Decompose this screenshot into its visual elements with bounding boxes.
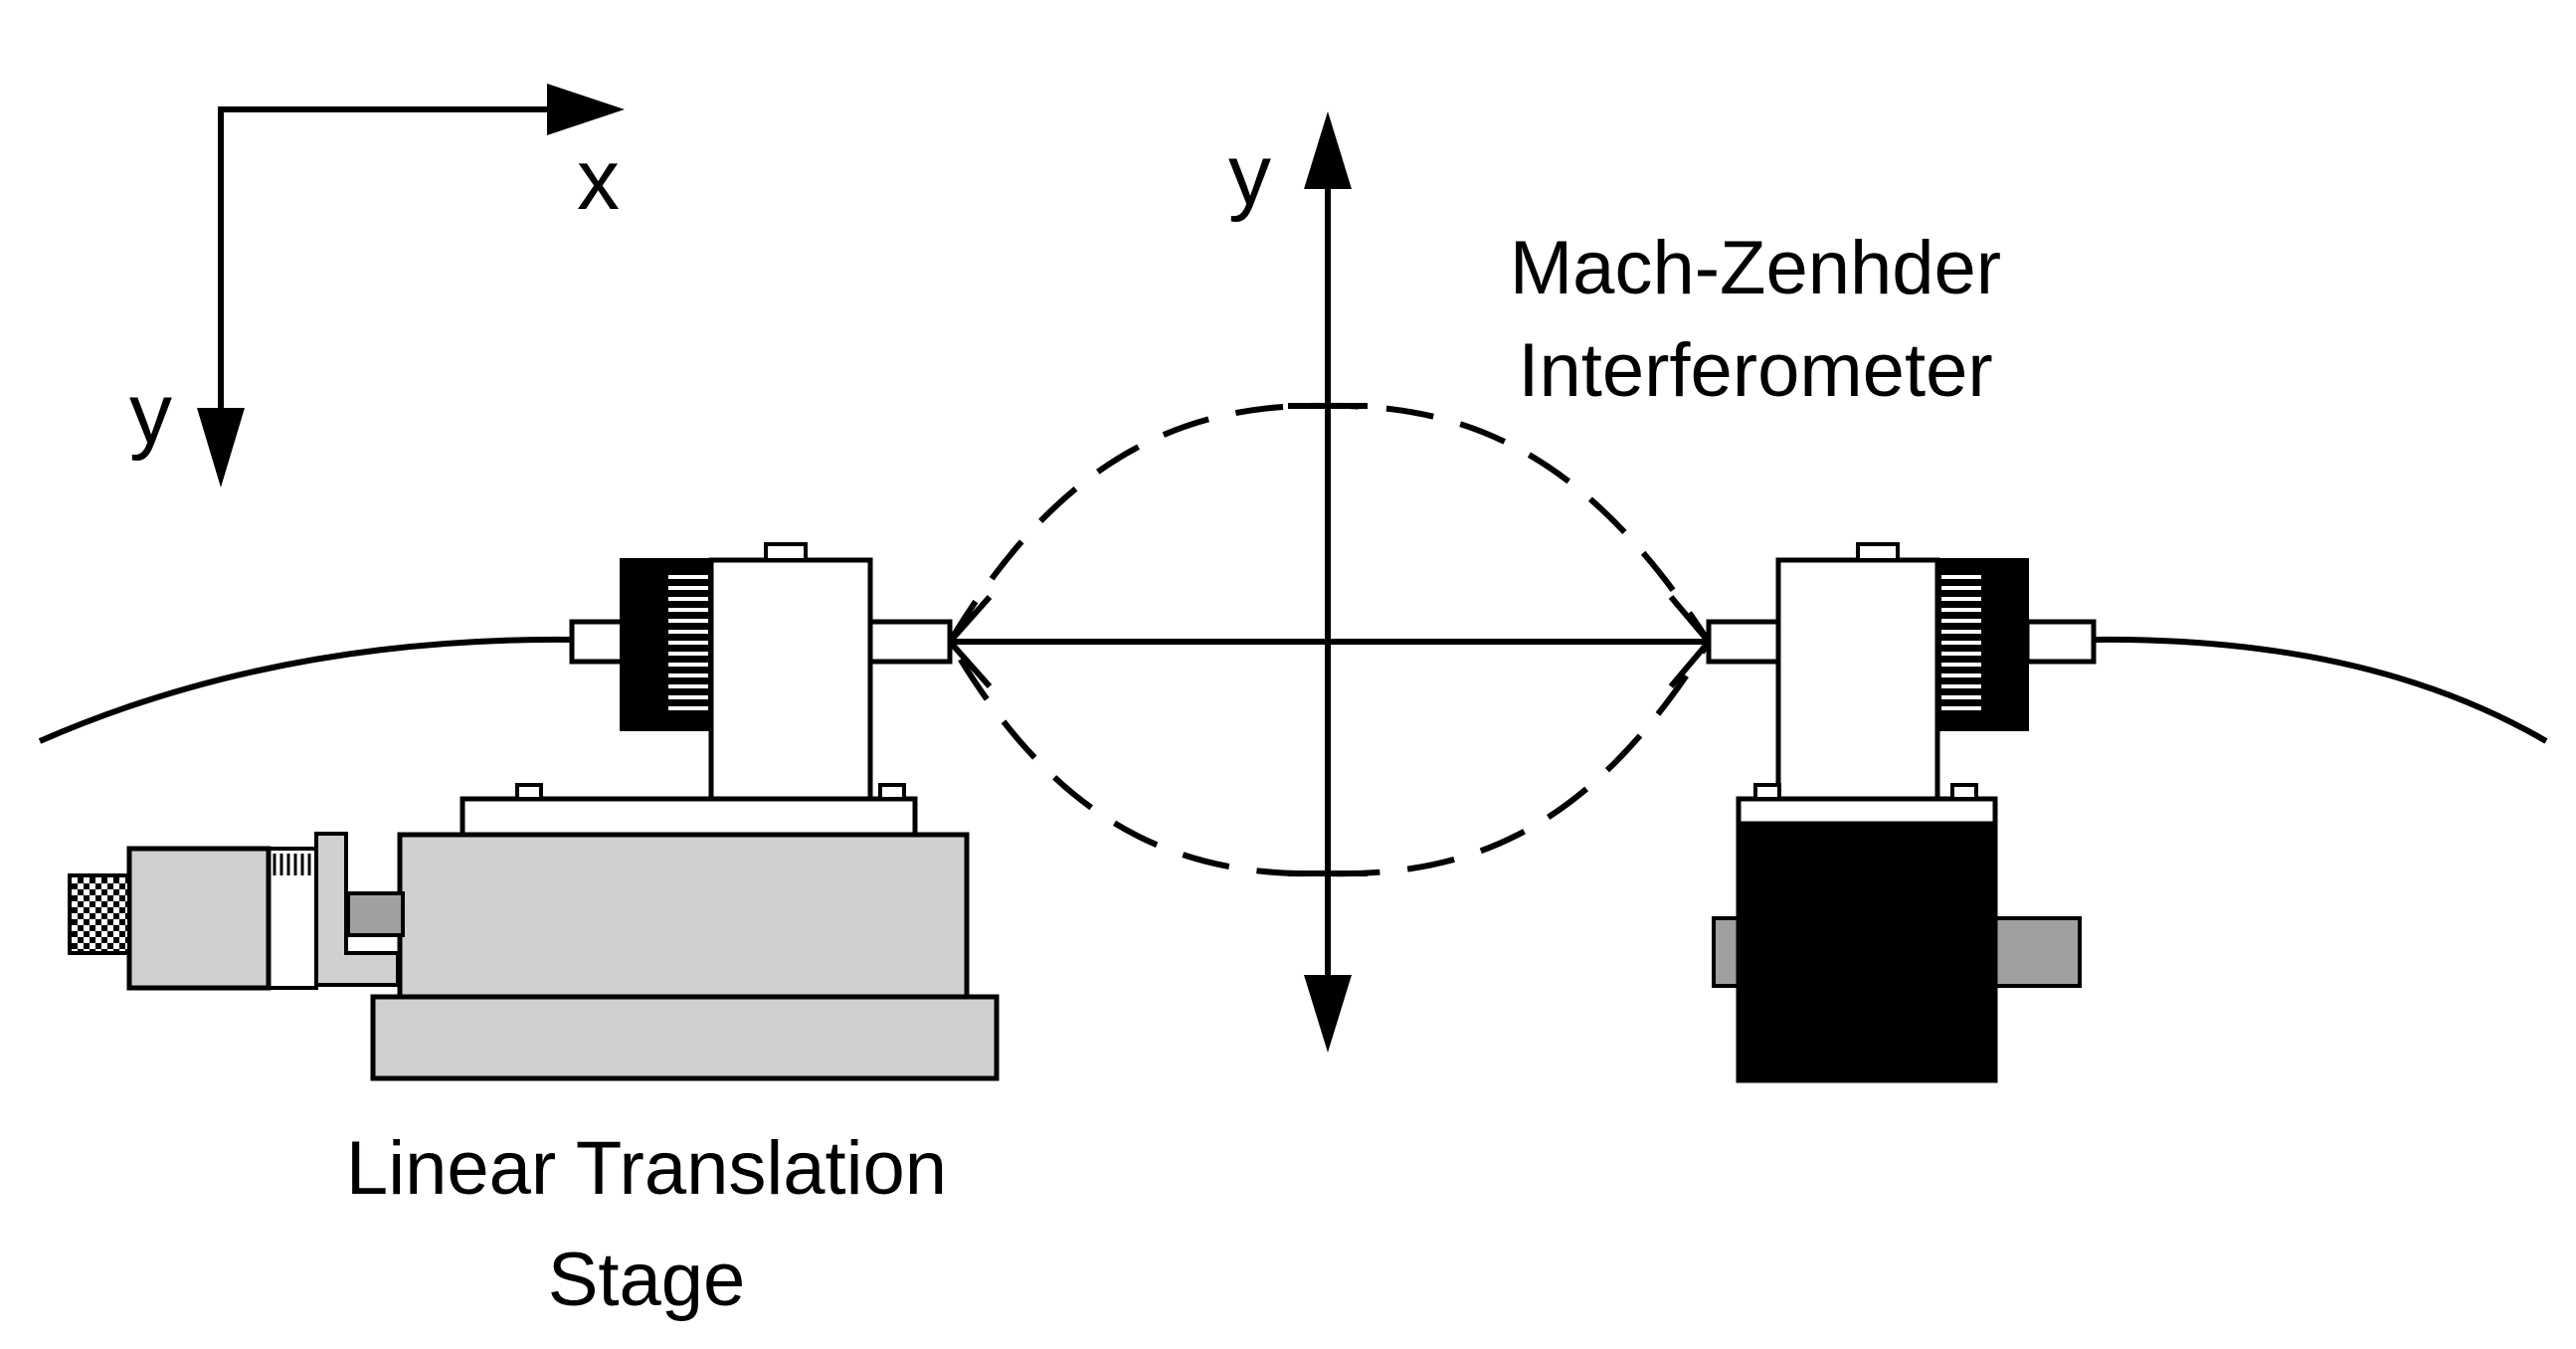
mount-screw-left (1753, 783, 1781, 801)
left-holder-body (708, 557, 873, 802)
right-collimator-tip (1706, 619, 1781, 665)
center-y-axis: y (1228, 111, 1352, 1053)
y-axis-label-left: y (129, 366, 172, 462)
right-holder-screw (1856, 542, 1900, 562)
y-axis-arrowhead (197, 408, 245, 487)
left-fiber-stub (569, 619, 627, 665)
fiber-left (38, 636, 573, 744)
fixed-mount (1712, 783, 2082, 1083)
x-axis-label: x (577, 132, 620, 228)
interferometer-label-line1: Mach-Zenhder (1510, 226, 2001, 310)
right-holder-body (1775, 557, 1940, 802)
left-holder-screw (764, 542, 808, 562)
micrometer-barrel (126, 846, 272, 991)
center-y-label: y (1228, 127, 1271, 223)
linear-translation-stage (68, 783, 1000, 1081)
right-knob-ticks (1941, 575, 1981, 710)
center-y-arrow-bottom (1304, 975, 1352, 1053)
stage-plate-screw-right (878, 783, 906, 801)
coordinate-axes: x y (129, 84, 625, 487)
stage-label-line1: Linear Translation (346, 1126, 947, 1211)
mount-screw-right (1950, 783, 1978, 801)
stage-label-line2: Stage (548, 1238, 746, 1322)
stage-drive-rod (346, 891, 405, 937)
x-axis-arrowhead (547, 84, 625, 135)
mount-block (1736, 821, 1998, 1083)
right-fiber-stub (2024, 619, 2097, 665)
stage-base (370, 994, 1000, 1081)
interferometer-label-line2: Interferometer (1518, 328, 1992, 413)
left-collimator-tip (867, 619, 953, 665)
left-knob-ticks (668, 575, 708, 710)
stage-carriage (397, 832, 970, 1000)
left-fiber-holder (569, 542, 953, 802)
stage-plate-screw-left (515, 783, 543, 801)
micrometer-knurl (68, 873, 131, 955)
right-fiber-holder (1706, 542, 2097, 802)
center-y-arrow-top (1304, 111, 1352, 189)
mount-top-plate (1736, 796, 1998, 827)
fiber-right (2093, 636, 2548, 744)
stage-top-plate (460, 796, 918, 838)
